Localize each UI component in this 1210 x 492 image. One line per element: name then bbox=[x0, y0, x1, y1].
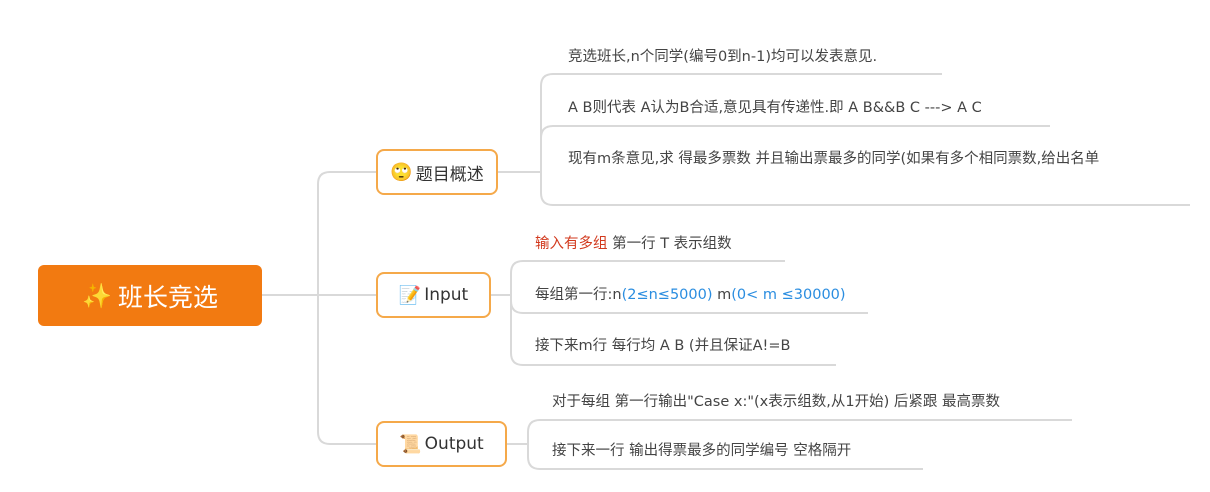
branch-label: 题目概述 bbox=[415, 164, 484, 185]
memo-icon: 📝 bbox=[398, 284, 422, 306]
leaf-item[interactable]: 输入有多组 第一行 T 表示组数 bbox=[535, 231, 732, 257]
leaf-text: 第一行 T 表示组数 bbox=[607, 236, 732, 252]
leaf-item[interactable]: 竞选班长,n个同学(编号0到n-1)均可以发表意见. bbox=[568, 49, 878, 65]
leaf-item[interactable]: 每组第一行:n(2≤n≤5000) m(0< m ≤30000) bbox=[535, 282, 846, 308]
scroll-icon: 📜 bbox=[399, 433, 422, 455]
root-topic-label: 班长竞选 bbox=[117, 282, 218, 312]
rolling-eyes-face-icon: 🙄 bbox=[390, 161, 413, 183]
highlight-text: 输入有多组 bbox=[535, 236, 608, 252]
highlight-text: (0< m ≤30000) bbox=[731, 287, 846, 303]
leaf-text: m bbox=[712, 287, 732, 303]
leaf-item[interactable]: 接下来一行 输出得票最多的同学编号 空格隔开 bbox=[552, 443, 852, 459]
branch-output[interactable]: 📜 Output bbox=[376, 421, 507, 467]
leaf-item[interactable]: 现有m条意见,求 得最多票数 并且输出票最多的同学(如果有多个相同票数,给出名单 bbox=[568, 151, 1100, 167]
leaf-item[interactable]: 接下来m行 每行均 A B (并且保证A!=B bbox=[535, 338, 791, 354]
branch-label: Output bbox=[424, 434, 484, 454]
leaf-text: 每组第一行:n bbox=[535, 287, 622, 303]
branch-input[interactable]: 📝 Input bbox=[376, 272, 491, 318]
root-topic[interactable]: ✨ 班长竞选 bbox=[38, 265, 262, 326]
branch-overview[interactable]: 🙄 题目概述 bbox=[376, 149, 498, 195]
leaf-item[interactable]: 对于每组 第一行输出"Case x:"(x表示组数,从1开始) 后紧跟 最高票数 bbox=[552, 394, 1000, 410]
leaf-item[interactable]: A B则代表 A认为B合适,意见具有传递性.即 A B&&B C ---> A … bbox=[568, 100, 982, 116]
branch-label: Input bbox=[424, 285, 469, 305]
sparkles-icon: ✨ bbox=[82, 281, 112, 310]
highlight-text: (2≤n≤5000) bbox=[621, 287, 713, 303]
